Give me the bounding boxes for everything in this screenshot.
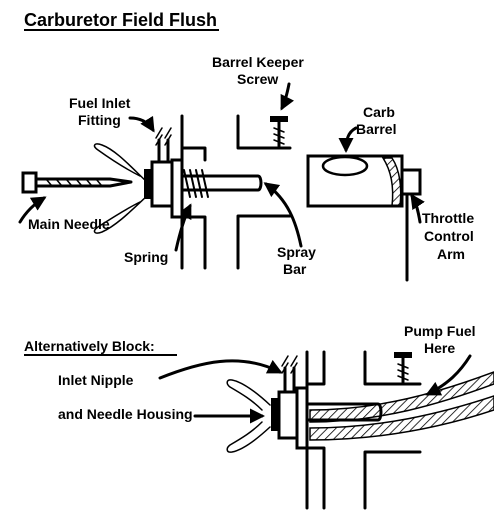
- spring-coils: [183, 169, 209, 198]
- main-needle-label: Main Needle: [28, 216, 110, 232]
- fuel-inlet-barb: [155, 127, 172, 146]
- barrel-keeper-label-2: Screw: [237, 71, 278, 87]
- spring-label: Spring: [124, 249, 168, 265]
- wall-upper-step: [180, 146, 207, 162]
- fuel-inlet-label-1: Fuel Inlet: [69, 95, 131, 111]
- pump-fuel-label-2: Here: [424, 340, 455, 356]
- barrel-slot: [381, 157, 402, 207]
- block-screw-head: [394, 352, 412, 358]
- wall-right-lower: [236, 214, 292, 270]
- fuel-hose-upper-wall: [309, 371, 494, 423]
- spray-plume-upper: [93, 143, 149, 184]
- carb-barrel-label-2: Barrel: [356, 121, 396, 137]
- housing-seal: [144, 169, 152, 199]
- wall-right-upper: [236, 114, 292, 150]
- throttle-label-1: Throttle: [422, 210, 474, 226]
- block-wall-lower-step: [305, 446, 326, 510]
- fuel-inlet-nipple: [157, 138, 170, 164]
- block-wall-upper-step: [305, 350, 326, 386]
- spray-bar-label-2: Bar: [283, 261, 307, 277]
- block-plume-lower: [226, 421, 271, 453]
- fuel-inlet-arrow: [128, 115, 155, 133]
- carburetor-assembly-top: [21, 114, 422, 282]
- block-wall-right-lower: [363, 450, 422, 510]
- throttle-arrow: [410, 193, 425, 224]
- block-screw-thread: [397, 363, 409, 381]
- throttle-label-2: Control: [424, 228, 474, 244]
- block-housing-seal: [271, 398, 279, 431]
- pump-fuel-label-1: Pump Fuel: [404, 323, 476, 339]
- spray-bar-label-1: Spray: [277, 244, 316, 260]
- throttle-label-3: Arm: [437, 246, 465, 262]
- block-wall-right-upper: [363, 350, 422, 386]
- spray-bar: [180, 174, 263, 192]
- alternative-heading: Alternatively Block:: [24, 338, 155, 354]
- carb-barrel-label-1: Carb: [363, 104, 395, 120]
- block-inlet-nipple: [283, 366, 296, 394]
- block-plume-upper: [226, 379, 271, 411]
- screw-thread: [273, 127, 285, 145]
- fuel-hose-lower-wall: [309, 395, 494, 441]
- needle-housing-label: and Needle Housing: [58, 406, 193, 422]
- needle-thread: [45, 178, 103, 187]
- block-housing-flange: [295, 386, 309, 450]
- blocked-assembly-bottom: [226, 350, 494, 510]
- spray-plume-lower: [93, 194, 149, 234]
- block-needle-housing: [277, 390, 299, 440]
- screw-head: [270, 116, 288, 122]
- barrel-bore: [321, 155, 369, 177]
- diagram-title: Carburetor Field Flush: [24, 10, 217, 30]
- throttle-arm-clip: [400, 168, 422, 196]
- spray-bar-arrow: [263, 182, 303, 248]
- block-inlet-barb: [281, 355, 298, 374]
- inlet-nipple-arrow: [158, 359, 283, 380]
- carb-barrel-arrow: [338, 126, 358, 153]
- main-needle-arrow: [18, 196, 47, 224]
- fuel-inlet-label-2: Fitting: [78, 112, 121, 128]
- needle-housing: [150, 160, 174, 208]
- barrel-keeper-label-1: Barrel Keeper: [212, 54, 304, 70]
- barrel-keeper-arrow: [280, 82, 295, 111]
- wall-lower-step: [180, 215, 207, 270]
- needle-knob: [21, 171, 38, 194]
- inlet-nipple-label: Inlet Nipple: [58, 372, 134, 388]
- housing-flange: [170, 158, 184, 219]
